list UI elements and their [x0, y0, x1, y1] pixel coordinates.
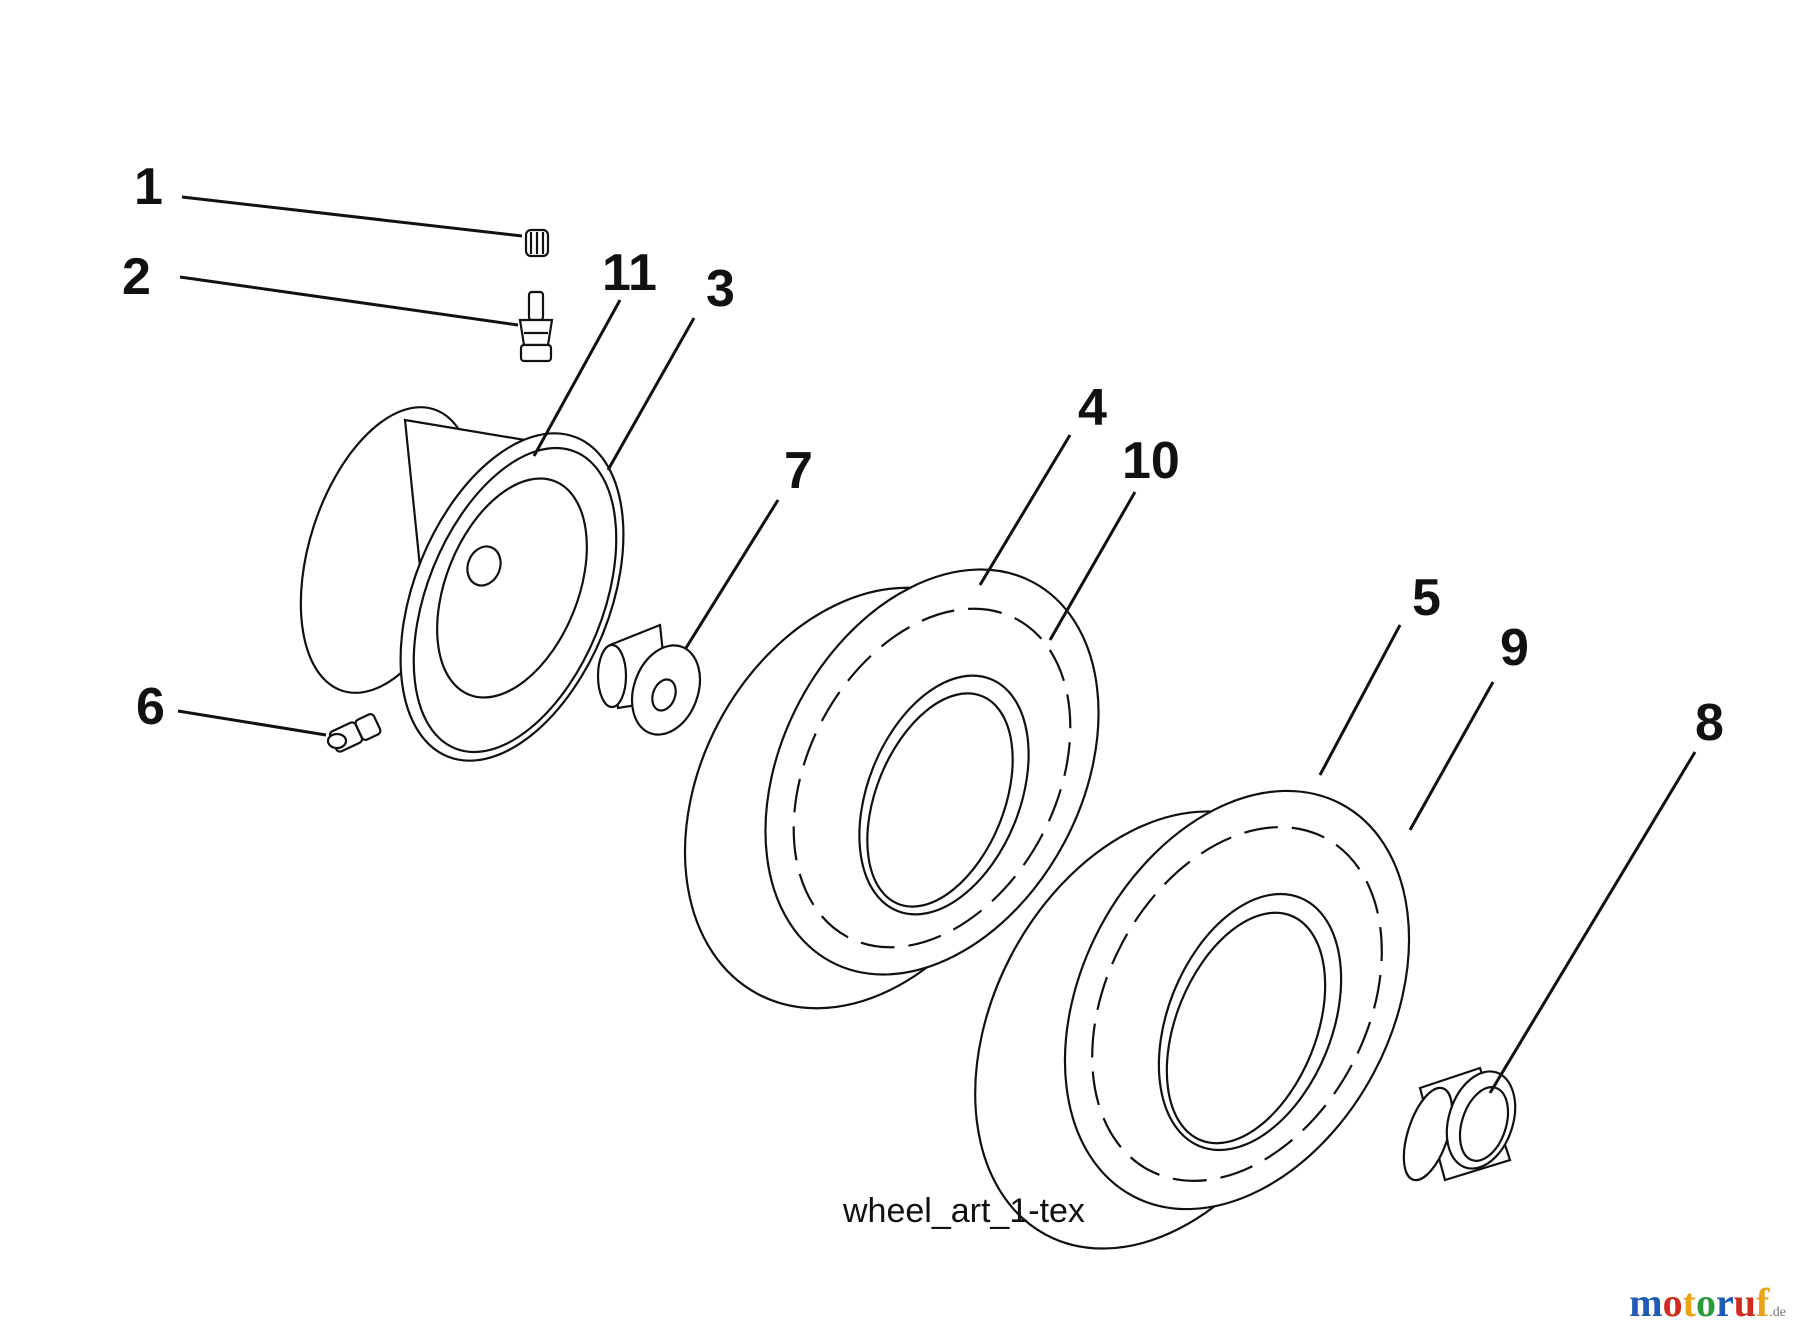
leader-line-5: [1318, 624, 1402, 776]
callout-8: 8: [1695, 694, 1724, 752]
leader-line-8: [1488, 751, 1697, 1094]
leader-line-1: [181, 195, 523, 238]
rear-tire-part: [974, 789, 1411, 1250]
motoruf-logo: motoruf.de: [1629, 1279, 1786, 1326]
callout-3: 3: [706, 260, 735, 318]
logo-letter: r: [1715, 1280, 1734, 1325]
logo-letter: o: [1695, 1280, 1716, 1325]
callout-7: 7: [784, 442, 813, 500]
callout-2: 2: [122, 248, 151, 306]
flange-bushing-part: [596, 623, 702, 736]
diagram-caption: wheel_art_1-tex: [842, 1192, 1085, 1230]
leader-line-4: [978, 434, 1072, 586]
front-tire-part: [683, 568, 1100, 1010]
hub-cap-part: [1402, 1066, 1517, 1182]
leader-line-11: [532, 299, 622, 457]
logo-letter: f: [1755, 1280, 1770, 1325]
callout-10: 10: [1122, 432, 1180, 490]
valve-cap-part: [524, 228, 550, 258]
leader-line-7: [684, 499, 780, 649]
callout-4: 4: [1078, 379, 1107, 437]
callout-5: 5: [1412, 569, 1441, 627]
leader-lines: [177, 195, 1697, 1094]
logo-letter: m: [1629, 1280, 1663, 1325]
callout-11: 11: [602, 244, 657, 302]
logo-letter: o: [1662, 1280, 1683, 1325]
leader-line-10: [1048, 491, 1137, 641]
logo-tld: .de: [1769, 1305, 1786, 1320]
callout-labels: 1 2 11 3 7 4 10 5 9 8 6: [122, 158, 1724, 752]
leader-line-3: [606, 317, 696, 471]
leader-line-6: [177, 709, 327, 737]
logo-letter: t: [1682, 1280, 1696, 1325]
callout-6: 6: [136, 678, 165, 736]
callout-9: 9: [1500, 619, 1529, 677]
wheel-rim-part: [299, 406, 625, 762]
leader-line-9: [1408, 681, 1495, 831]
grease-fitting-part: [326, 713, 382, 753]
valve-stem-part: [518, 290, 554, 363]
leader-line-2: [179, 275, 519, 327]
callout-1: 1: [134, 158, 163, 216]
logo-letter: u: [1733, 1280, 1756, 1325]
